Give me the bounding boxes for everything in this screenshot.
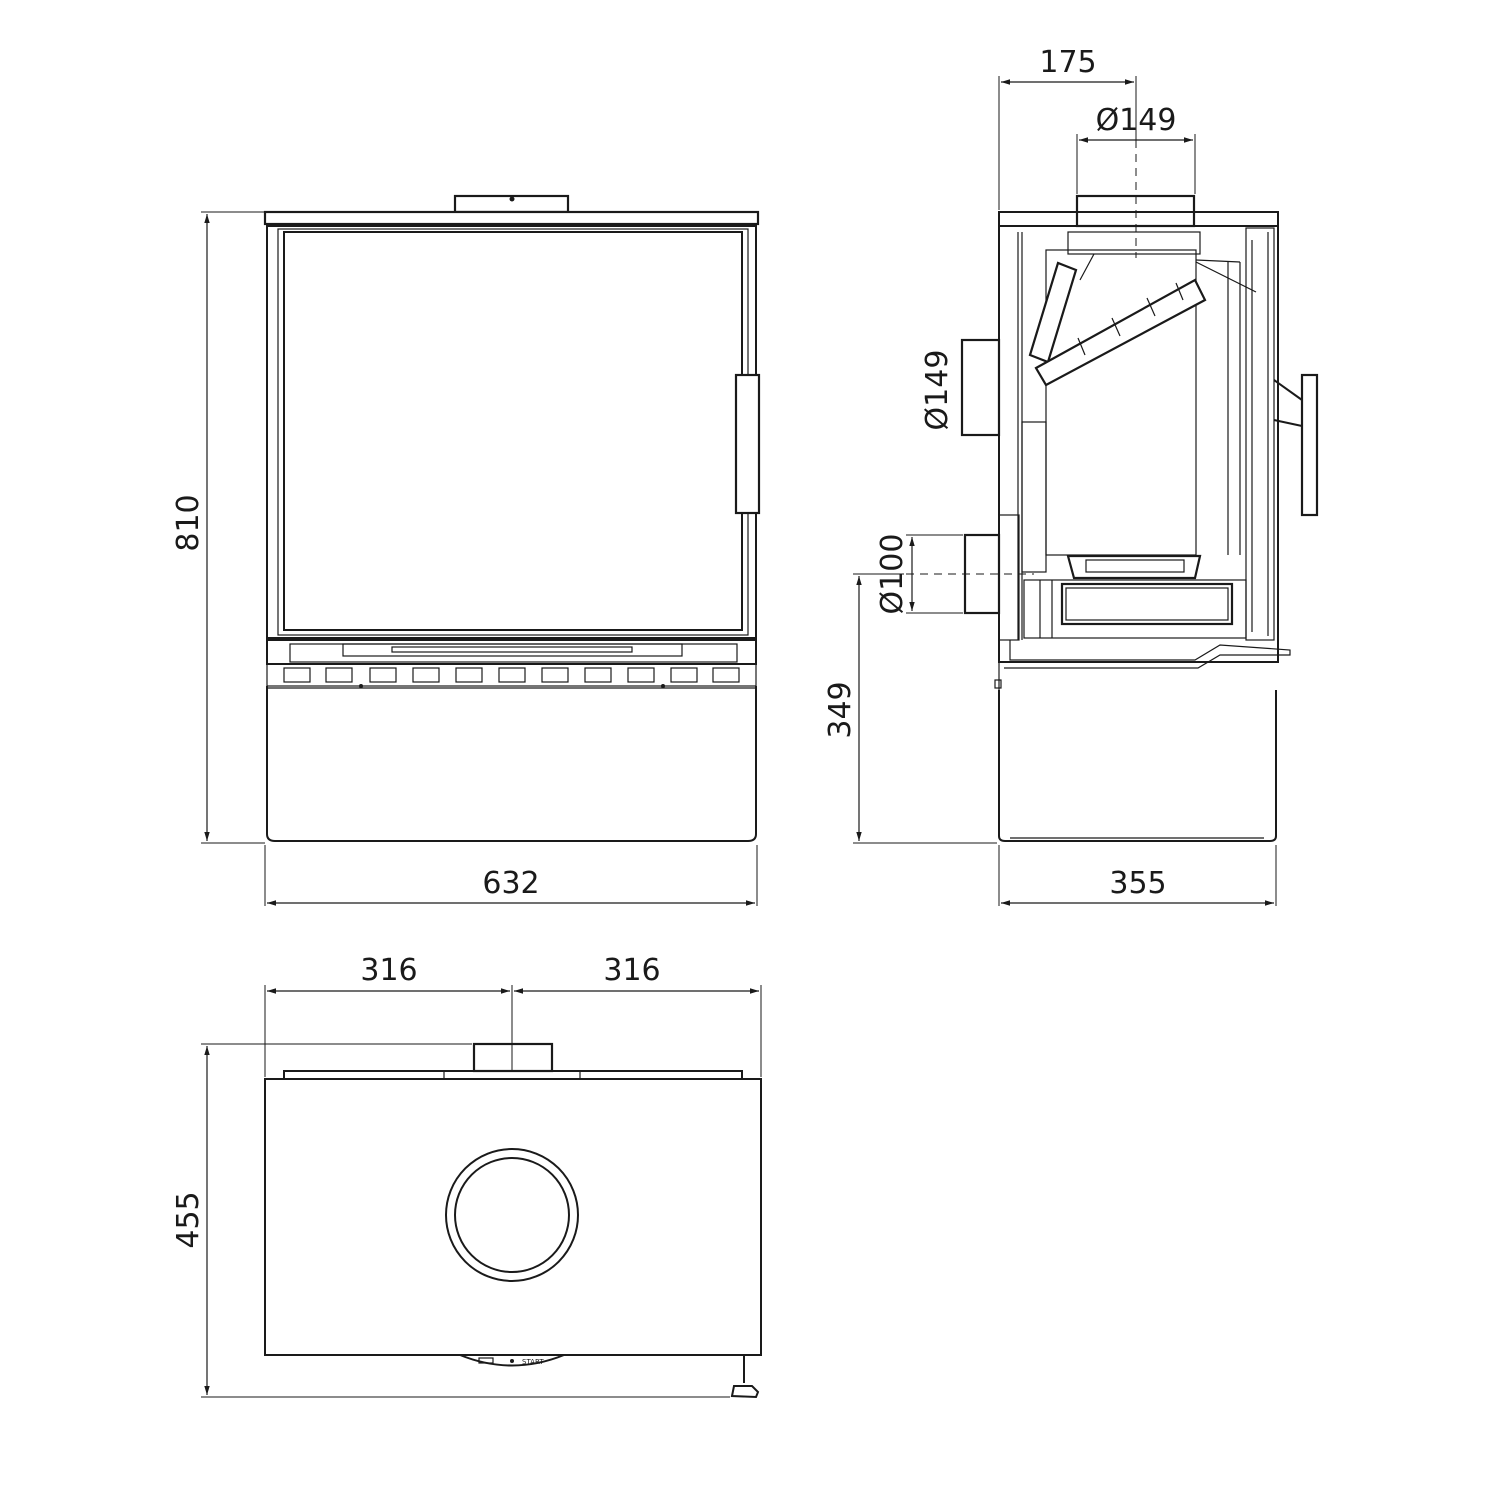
top-body bbox=[264, 1078, 762, 1356]
air-inlet-height-label: 349 bbox=[823, 681, 858, 738]
flue-offset-dimension: 175 bbox=[998, 45, 1137, 210]
side-door bbox=[1245, 227, 1275, 641]
control-knob bbox=[459, 1354, 565, 1367]
side-body bbox=[998, 225, 1279, 663]
top-depth-label: 455 bbox=[171, 1191, 206, 1248]
front-base bbox=[266, 686, 757, 842]
side-depth-label: 355 bbox=[1109, 866, 1166, 901]
door-glass bbox=[283, 231, 743, 631]
glass-gasket bbox=[277, 228, 749, 636]
top-flue-collar bbox=[472, 1042, 554, 1073]
air-inlet-height-dimension: 349 bbox=[823, 573, 997, 844]
ash-pan bbox=[1060, 582, 1234, 626]
side-view: 175 Ø149 Ø149 Ø100 349 bbox=[823, 45, 1319, 906]
top-width-dimension: 316 316 bbox=[264, 953, 762, 1077]
handle-knob bbox=[730, 1385, 760, 1399]
front-flue-mark bbox=[509, 196, 515, 202]
top-flue-ring-outer bbox=[445, 1148, 579, 1282]
top-flue-diameter-dimension: Ø149 bbox=[1076, 103, 1196, 194]
top-depth-dimension: 455 bbox=[171, 1043, 730, 1398]
top-flue-diameter-label: Ø149 bbox=[1096, 103, 1177, 138]
top-flue-ring-inner bbox=[454, 1157, 570, 1273]
baffle-top bbox=[1034, 278, 1207, 387]
side-rear-flue bbox=[960, 338, 1001, 437]
door-frame bbox=[266, 225, 757, 639]
front-view: 810 632 bbox=[171, 194, 761, 906]
front-top-plate bbox=[263, 210, 760, 226]
front-height-dimension: 810 bbox=[171, 211, 265, 844]
front-height-label: 810 bbox=[171, 494, 206, 551]
left-half-label: 316 bbox=[360, 953, 417, 988]
front-width-label: 632 bbox=[482, 866, 539, 901]
flue-offset-label: 175 bbox=[1039, 45, 1096, 80]
air-slider bbox=[342, 643, 683, 657]
top-view: START 316 316 455 bbox=[171, 953, 762, 1399]
side-base bbox=[998, 690, 1277, 842]
side-depth-dimension: 355 bbox=[998, 845, 1277, 906]
right-half-label: 316 bbox=[603, 953, 660, 988]
rear-flue-diameter-label: Ø149 bbox=[920, 350, 955, 431]
side-handle bbox=[1300, 373, 1319, 517]
grate bbox=[1066, 554, 1202, 580]
vent-tabs bbox=[266, 663, 757, 688]
baffle-rear bbox=[1028, 261, 1078, 364]
door-handle bbox=[734, 373, 761, 515]
knob-label: START bbox=[522, 1358, 544, 1366]
front-width-dimension: 632 bbox=[264, 845, 758, 906]
